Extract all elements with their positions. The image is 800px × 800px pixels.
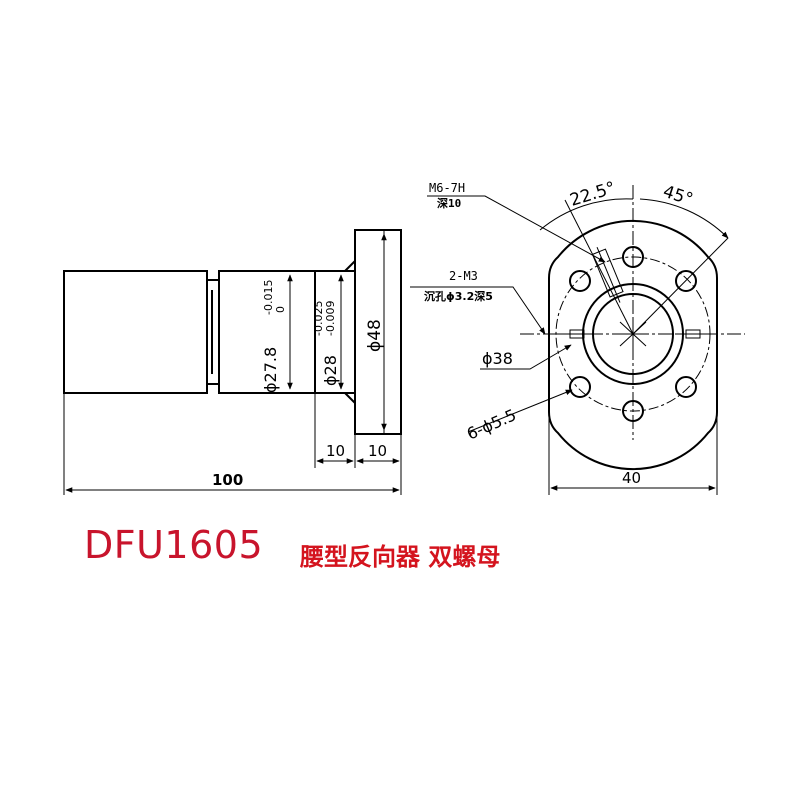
model-number: DFU1605	[84, 523, 264, 567]
nut-body-section	[63, 270, 208, 394]
nut-neck-section	[206, 279, 219, 385]
mounting-hole	[569, 376, 591, 398]
dim-len-10b: 10	[368, 442, 387, 460]
dim-d48: ϕ48	[365, 319, 385, 352]
side-view: ϕ27.8 -0.015 0 ϕ28 -0.025 -0.009 ϕ48 10 …	[63, 229, 402, 495]
dim-d27-8: ϕ27.8	[261, 347, 280, 393]
mounting-hole	[569, 270, 591, 292]
dim-d27-8-tol-lower: 0	[274, 306, 287, 313]
mounting-hole	[675, 270, 697, 292]
mounting-hole	[622, 400, 644, 422]
thread-depth: 深10	[437, 196, 461, 210]
thread-callout: M6-7H	[429, 181, 465, 195]
flange-section	[354, 229, 402, 435]
angle-45: 45°	[660, 182, 695, 210]
front-view: 22.5° 45° M6-7H 深10 2-M3 沉孔ϕ3.2深5 ϕ38 6-…	[410, 178, 745, 495]
side-holes-callout: 2-M3	[449, 269, 478, 283]
dim-len-100: 100	[212, 471, 243, 489]
counterbore-callout: 沉孔ϕ3.2深5	[424, 289, 493, 303]
dim-d28: ϕ28	[321, 355, 340, 386]
dim-d28-tol-lower: -0.009	[324, 301, 337, 336]
pcd-callout: ϕ38	[482, 349, 513, 368]
dim-d28-tol-upper: -0.025	[312, 301, 325, 336]
mounting-hole	[622, 246, 644, 268]
bore-inner	[592, 293, 674, 375]
dim-len-10a: 10	[326, 442, 345, 460]
model-description: 腰型反向器 双螺母	[300, 543, 501, 571]
angle-22-5: 22.5°	[568, 178, 618, 211]
dim-width-40: 40	[622, 469, 641, 487]
dim-d27-8-tol-upper: -0.015	[262, 280, 275, 315]
holes-callout: 6-ϕ5.5	[464, 405, 519, 443]
mounting-hole	[675, 376, 697, 398]
